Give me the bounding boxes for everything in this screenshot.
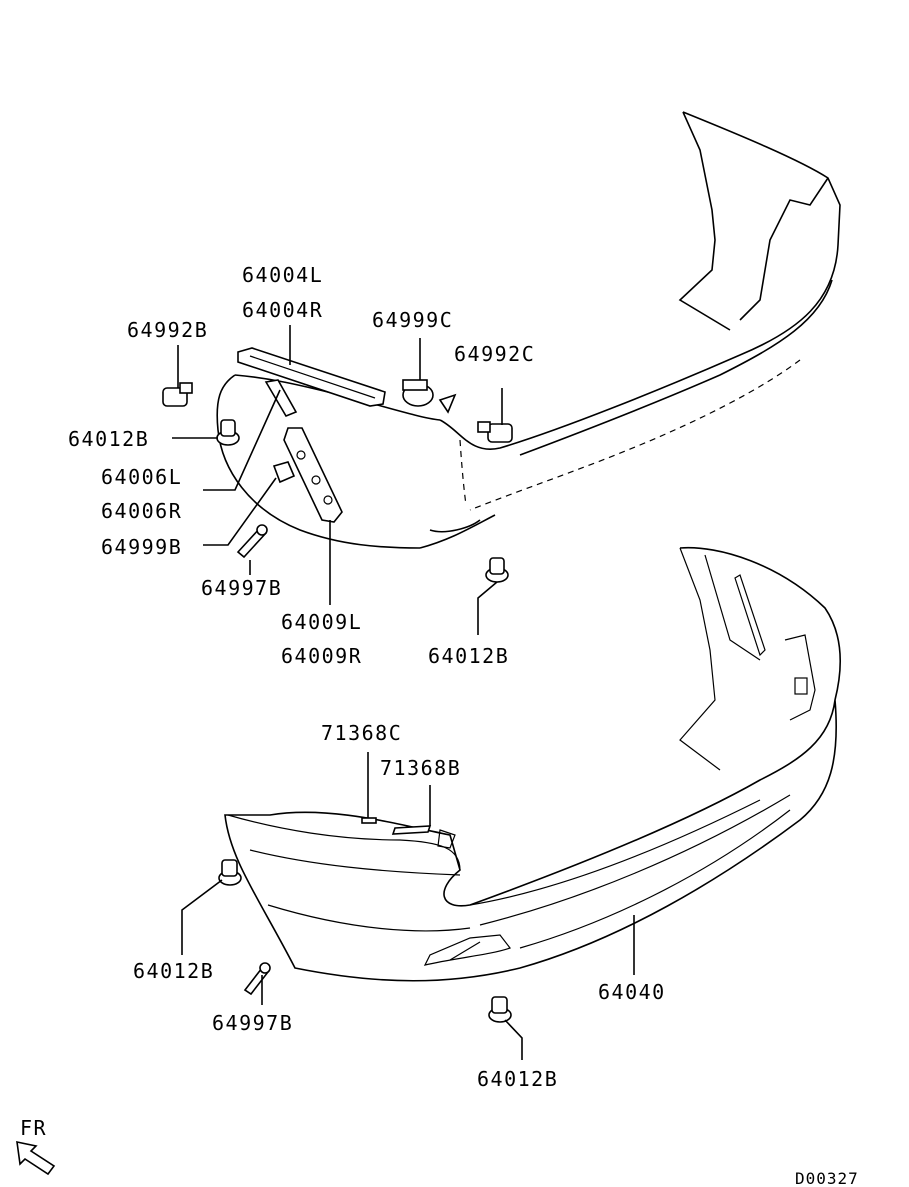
label-64999B: 64999B (101, 535, 182, 559)
rear-bumper-cover (224, 546, 841, 982)
label-64997B-lower: 64997B (212, 1011, 293, 1035)
bolt-64992B (162, 382, 193, 407)
front-arrow-icon (16, 1140, 56, 1176)
bolt-64992C (477, 421, 513, 443)
label-64992B: 64992B (127, 318, 208, 342)
label-64992C: 64992C (454, 342, 535, 366)
nut-64012B-a (216, 419, 240, 446)
part-labels: 64004L 64004R 64992B 64999C 64992C 64012… (68, 263, 666, 1091)
label-71368B: 71368B (380, 756, 461, 780)
rivet-upper (236, 524, 268, 559)
small-bracket (264, 379, 298, 417)
clip-64999C (402, 379, 434, 407)
label-64012B-upper-right: 64012B (428, 644, 509, 668)
label-64012B-lower-right: 64012B (477, 1067, 558, 1091)
side-bracket-strip (237, 347, 386, 407)
label-64006L: 64006L (101, 465, 182, 489)
label-64012B-upper-left: 64012B (68, 427, 149, 451)
emblem-strips (361, 817, 432, 835)
label-64004L: 64004L (242, 263, 323, 287)
label-64009R: 64009R (281, 644, 362, 668)
diagram-code: D00327 (795, 1169, 859, 1187)
nut-64012B-d (488, 996, 512, 1023)
front-label: FR (20, 1116, 47, 1140)
retainer-bracket (283, 427, 343, 523)
clip-64999B (272, 461, 296, 484)
label-64004R: 64004R (242, 298, 323, 322)
leader-lines (172, 325, 635, 1060)
label-64009L: 64009L (281, 610, 362, 634)
upper-bumper-outline (216, 111, 841, 549)
nut-64012B-b (485, 557, 509, 583)
label-64006R: 64006R (101, 499, 182, 523)
label-64999C: 64999C (372, 308, 453, 332)
label-71368C: 71368C (321, 721, 402, 745)
label-64997B-upper: 64997B (201, 576, 282, 600)
rivet-lower (243, 962, 271, 996)
label-64040: 64040 (598, 980, 666, 1004)
nut-64012B-c (218, 859, 242, 886)
front-indicator: FR (16, 1116, 56, 1176)
label-64012B-lower-left: 64012B (133, 959, 214, 983)
